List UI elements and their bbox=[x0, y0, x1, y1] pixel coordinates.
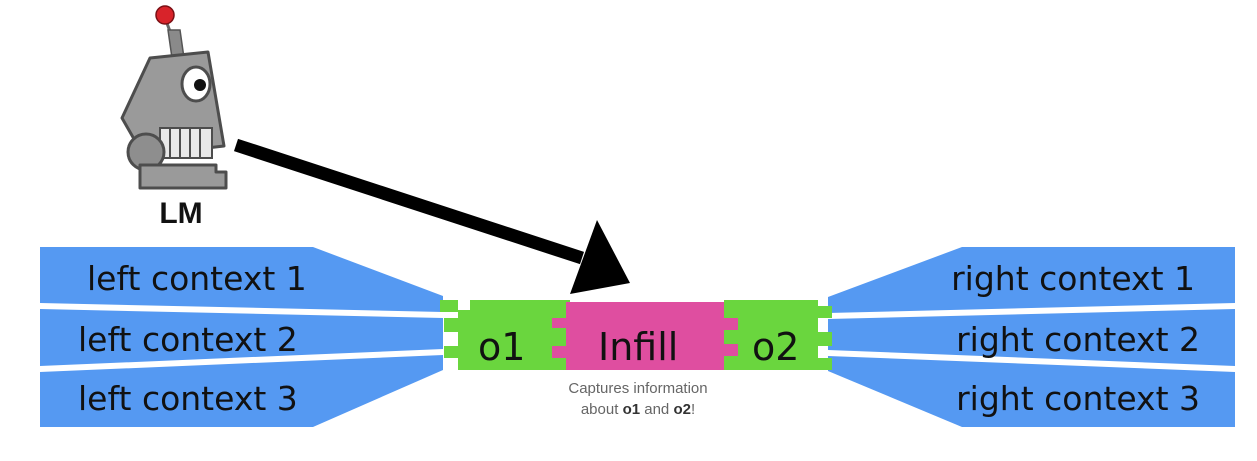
right-context-band-1 bbox=[828, 247, 1235, 313]
caption-about: about bbox=[581, 401, 623, 418]
left-context-label-1: left context 1 bbox=[87, 259, 307, 298]
left-context-band-3 bbox=[40, 355, 443, 427]
caption-o2: o2 bbox=[673, 401, 691, 418]
right-context-band-3 bbox=[828, 356, 1235, 427]
caption-line-2: about o1 and o2! bbox=[581, 401, 695, 418]
lm-label: LM bbox=[159, 197, 202, 230]
o2-label: o2 bbox=[752, 325, 799, 369]
arrow-icon bbox=[233, 138, 630, 294]
right-context-label-3: right context 3 bbox=[956, 379, 1200, 418]
caption-and: and bbox=[640, 401, 673, 418]
right-context-label-2: right context 2 bbox=[956, 320, 1200, 359]
center-pieces: o1 Infill o2 bbox=[440, 300, 832, 370]
o1-label: o1 bbox=[478, 325, 525, 369]
infill-piece bbox=[552, 302, 742, 370]
o2-piece bbox=[724, 300, 832, 370]
left-context-label-3: left context 3 bbox=[78, 379, 298, 418]
infill-label: Infill bbox=[598, 325, 678, 369]
left-contexts: left context 1 left context 2 left conte… bbox=[40, 247, 443, 427]
right-context-label-1: right context 1 bbox=[951, 259, 1195, 298]
caption-end: ! bbox=[691, 401, 695, 418]
caption-o1: o1 bbox=[623, 401, 641, 418]
caption: Captures information about o1 and o2! bbox=[568, 380, 707, 418]
robot-icon bbox=[120, 5, 228, 190]
left-context-band-1 bbox=[40, 247, 443, 312]
right-context-band-2 bbox=[828, 309, 1235, 366]
o1-piece bbox=[440, 300, 570, 370]
left-context-band-2 bbox=[40, 309, 443, 366]
right-contexts: right context 1 right context 2 right co… bbox=[828, 247, 1235, 427]
caption-line-1: Captures information bbox=[568, 380, 707, 397]
left-context-label-2: left context 2 bbox=[78, 320, 298, 359]
